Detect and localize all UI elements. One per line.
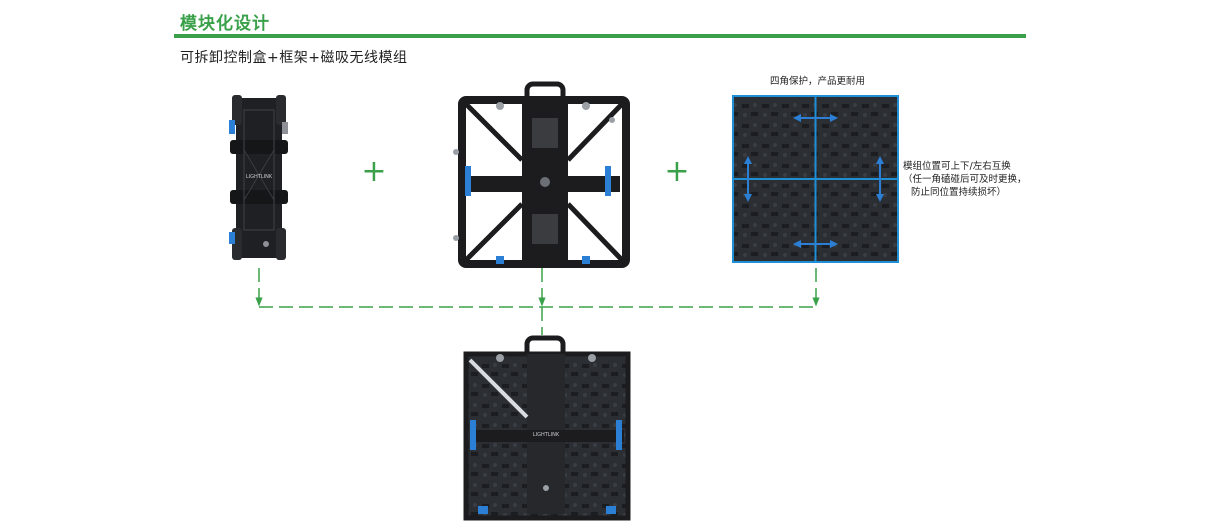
control-box-brand: LIGHTLINK [246,174,273,180]
assembled-cabinet-image: LIGHTLINK [463,335,631,521]
corner-protection-note: 四角保护，产品更耐用 [770,76,866,87]
module-swap-note: 模组位置可上下/左右互换 （任一角磕碰后可及时更换， 防止同位置持续损坏） [903,160,1027,199]
title-underline [174,34,1026,38]
module-grid-image [732,95,899,263]
plus-sign-2: + [664,154,689,189]
control-box-image: LIGHTLINK [229,95,288,260]
module-swap-line-3: 防止同位置持续损坏） [911,187,1007,198]
plus-sign-1: + [361,154,386,189]
section-title: 模块化设计 [180,14,270,34]
module-swap-line-2: （任一角磕碰后可及时更换， [903,174,1027,185]
cabinet-brand: LIGHTLINK [533,432,560,438]
module-swap-line-1: 模组位置可上下/左右互换 [903,161,1011,172]
frame-image [453,81,630,268]
module-swap-arrows [744,114,884,248]
section-subtitle: 可拆卸控制盒+框架+磁吸无线模组 [180,50,408,66]
assembly-connectors [255,268,820,335]
